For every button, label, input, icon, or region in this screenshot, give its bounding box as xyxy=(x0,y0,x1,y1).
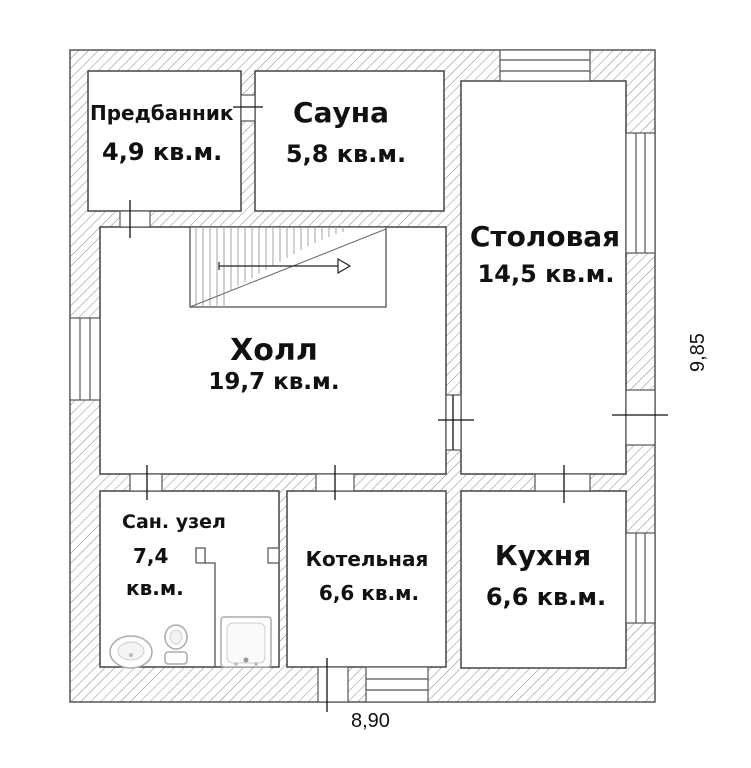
predbannik-area: 4,9 кв.м. xyxy=(102,138,222,166)
doorway-predbannik-holl xyxy=(119,210,151,228)
window-right-upper xyxy=(625,132,656,254)
holl-area: 19,7 кв.м. xyxy=(208,369,339,395)
sauna-area: 5,8 кв.м. xyxy=(286,140,406,168)
stolovaya-area: 14,5 кв.м. xyxy=(478,260,615,288)
room-stolovaya xyxy=(460,80,627,475)
kotelnaya-name: Котельная xyxy=(306,547,429,571)
height-dimension: 9,85 xyxy=(687,333,709,372)
room-kotelnaya xyxy=(286,490,447,668)
san-uzel-area-unit: кв.м. xyxy=(126,576,184,600)
san-uzel-name: Сан. узел xyxy=(122,511,226,533)
kuhnya-name: Кухня xyxy=(495,539,592,572)
stair-direction-arrow xyxy=(218,257,352,275)
kuhnya-area: 6,6 кв.м. xyxy=(486,583,606,611)
door-markers xyxy=(129,106,668,712)
sink-icon xyxy=(109,635,153,669)
room-kuhnya xyxy=(460,490,627,669)
window-left xyxy=(69,317,101,401)
doorway-stolovaya-outside xyxy=(625,389,656,446)
doorway-predbannik-sauna xyxy=(240,94,256,122)
room-predbannik xyxy=(87,70,242,212)
window-right-lower xyxy=(625,532,656,624)
toilet-icon xyxy=(164,624,188,665)
window-bottom xyxy=(365,666,429,703)
sauna-name: Сауна xyxy=(293,96,389,129)
doorway-holl-san-uzel xyxy=(129,473,163,492)
doorway-kotelnaya-outside xyxy=(317,666,349,703)
stolovaya-name: Столовая xyxy=(470,220,620,253)
doorway-stolovaya-kuhnya xyxy=(534,473,591,492)
dimension-labels: 8,90 9,85 xyxy=(351,333,709,732)
staircase xyxy=(189,226,387,308)
room-labels: Предбанник 4,9 кв.м. Сауна 5,8 кв.м. Сто… xyxy=(90,96,620,611)
kotelnaya-area: 6,6 кв.м. xyxy=(319,581,419,605)
room-sauna xyxy=(254,70,445,212)
predbannik-name: Предбанник xyxy=(90,101,234,125)
shower-tray-icon xyxy=(220,616,272,668)
bathroom-fixtures xyxy=(109,547,280,669)
san-uzel-area-number: 7,4 xyxy=(133,544,168,568)
holl-name: Холл xyxy=(230,333,318,368)
width-dimension: 8,90 xyxy=(351,710,390,732)
window-top xyxy=(499,49,591,82)
windows xyxy=(69,49,656,703)
